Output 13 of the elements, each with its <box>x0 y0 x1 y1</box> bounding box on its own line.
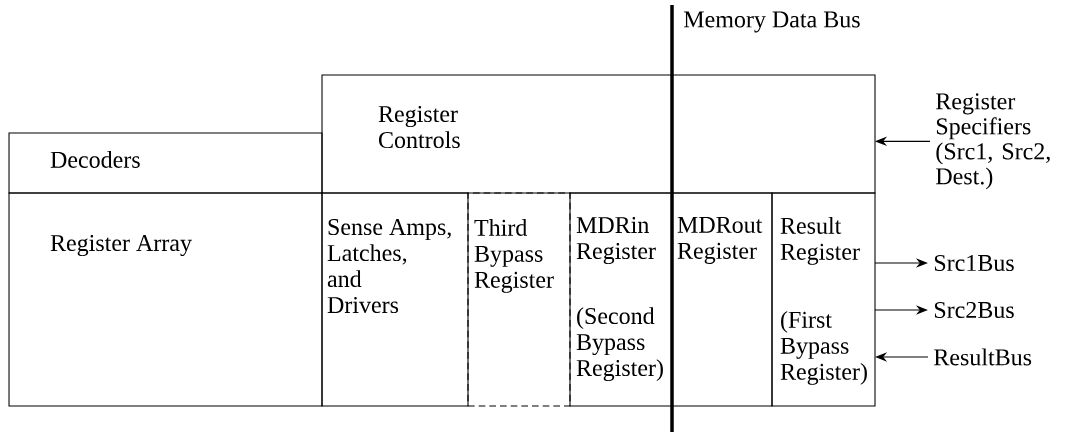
block-box: Decoders <box>8 132 323 194</box>
block-box: Result Register (First Bypass Register) <box>771 192 876 407</box>
block-box: Register Controls <box>321 74 876 194</box>
block-box: Sense Amps, Latches, and Drivers <box>321 192 469 407</box>
signal-label: Register Specifiers (Src1, Src2, Dest.) <box>936 93 1050 190</box>
signal-label: ResultBus <box>934 348 1032 366</box>
bus-label: Memory Data Bus <box>683 11 860 33</box>
signal-label: Src1Bus <box>934 254 1014 272</box>
signal-label: Src2Bus <box>934 301 1014 319</box>
block-box: Third Bypass Register <box>467 192 571 407</box>
block-box: MDRout Register <box>671 192 773 407</box>
block-box: Register Array <box>8 192 323 407</box>
block-box: MDRin Register (Second Bypass Register) <box>569 192 673 407</box>
